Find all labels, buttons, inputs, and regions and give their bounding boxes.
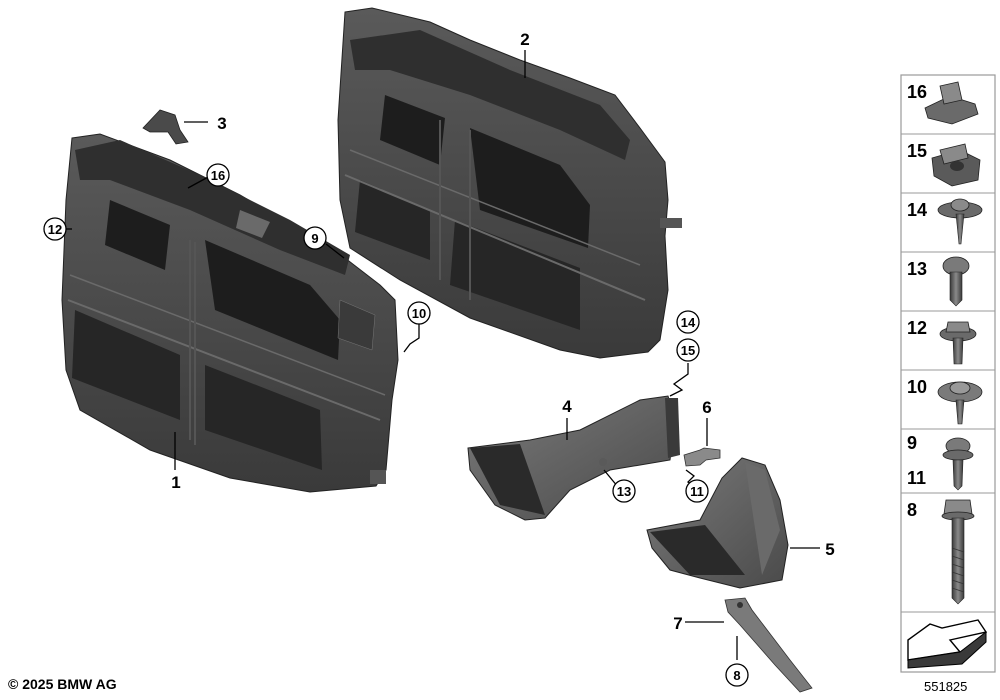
clip-nut-icon <box>931 143 981 187</box>
callout-12-circle: 12 <box>43 217 67 241</box>
callout-4: 4 <box>562 397 572 416</box>
callout-9-circle: 9 <box>303 226 327 250</box>
callout-2: 2 <box>520 30 529 49</box>
arrow-icon <box>907 619 988 669</box>
part-label-10: 10 <box>907 377 927 397</box>
callout-8-circle: 8 <box>725 663 749 687</box>
svg-text:12: 12 <box>48 222 62 237</box>
callout-7: 7 <box>673 614 682 633</box>
air-duct-part-5 <box>646 457 789 589</box>
svg-text:9: 9 <box>311 231 318 246</box>
air-duct-part-4 <box>467 395 680 521</box>
leader-lines <box>59 50 820 660</box>
part-label-13: 13 <box>907 259 927 279</box>
callout-1: 1 <box>171 473 180 492</box>
spring-clip-icon <box>924 81 979 125</box>
copyright-text: © 2025 BMW AG <box>8 676 117 692</box>
support-bracket-part-7 <box>724 597 813 693</box>
circled-callouts: 8 9 10 11 12 13 14 15 <box>43 163 749 687</box>
small-screw-icon <box>942 437 974 491</box>
fastener-column: 16 15 14 13 12 <box>900 74 996 673</box>
callout-3: 3 <box>217 114 226 133</box>
flange-screw-icon <box>937 198 983 245</box>
callout-15-circle: 15 <box>676 338 700 362</box>
part-label-12: 12 <box>907 318 927 338</box>
pan-screw-icon <box>942 256 970 307</box>
part-label-11: 11 <box>907 468 926 488</box>
svg-text:8: 8 <box>733 668 740 683</box>
svg-text:15: 15 <box>681 343 695 358</box>
air-duct-shroud-part-1 <box>61 133 399 493</box>
hex-bolt-icon <box>941 499 975 605</box>
svg-text:13: 13 <box>617 484 631 499</box>
diagram-number: 551825 <box>924 679 968 694</box>
part-label-9: 9 <box>907 433 917 453</box>
part-label-16: 16 <box>907 82 927 102</box>
part-label-14: 14 <box>907 200 927 220</box>
part-label-15: 15 <box>907 141 927 161</box>
callout-14-circle: 14 <box>676 310 700 334</box>
callout-13-circle: 13 <box>612 479 636 503</box>
callout-6: 6 <box>702 398 711 417</box>
callout-16-circle: 16 <box>206 163 230 187</box>
callout-11-circle: 11 <box>685 479 709 503</box>
svg-text:14: 14 <box>681 315 696 330</box>
svg-text:10: 10 <box>412 306 426 321</box>
svg-text:16: 16 <box>211 168 225 183</box>
callout-labels: 1 2 3 4 5 6 7 <box>171 30 834 633</box>
clip-part-6 <box>683 447 721 467</box>
bracket-part-3 <box>142 109 189 145</box>
svg-text:11: 11 <box>690 484 704 499</box>
part-label-8: 8 <box>907 500 917 520</box>
hex-washer-screw-icon <box>939 321 977 365</box>
callout-10-circle: 10 <box>407 301 431 325</box>
washer-screw-icon <box>937 381 983 425</box>
air-duct-shroud-part-2 <box>337 7 682 359</box>
callout-5: 5 <box>825 540 834 559</box>
